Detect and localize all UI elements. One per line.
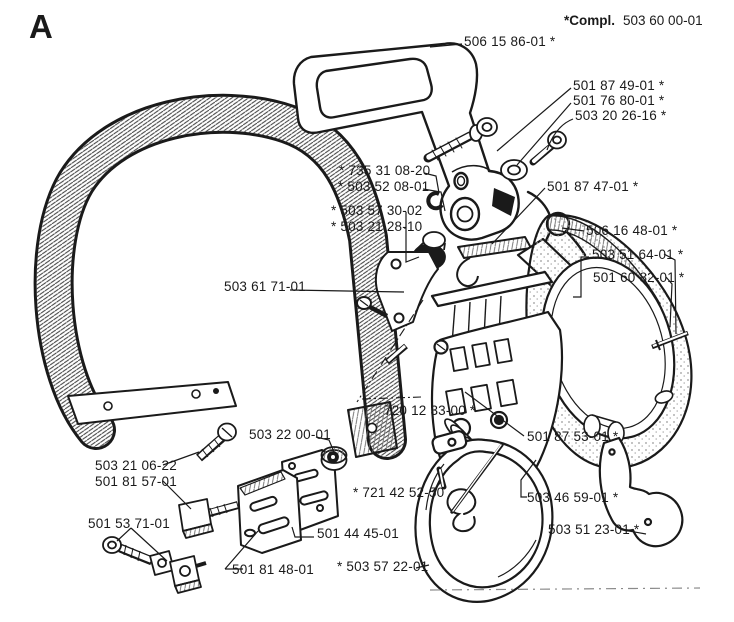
part-label-506-16-48-01: 506 16 48-01 * — [586, 223, 678, 238]
retaining-clip-drawing — [426, 191, 444, 211]
part-label-735-31-08-20: * 735 31 08-20 — [339, 163, 431, 178]
brake-lever-drawing — [598, 436, 684, 548]
part-label-503-46-59-01: 503 46 59-01 * — [527, 490, 619, 505]
part-label-720-12-33-00: 720 12 33-00 * — [384, 403, 476, 418]
collar-nut-drawing — [320, 446, 348, 471]
throttle-wire-drawing — [436, 443, 504, 533]
part-label-503-61-71-01: 503 61 71-01 — [224, 279, 306, 294]
leader-lines — [116, 43, 701, 591]
part-label-503-21-06-22: 503 21 06-22 — [95, 458, 177, 473]
brake-cover-drawing — [516, 213, 693, 470]
part-label-721-42-52-50: * 721 42 52-50 — [353, 485, 445, 500]
compl-part-number: 503 60 00-01 — [623, 13, 703, 28]
part-label-501-81-57-01: 501 81 57-01 — [95, 474, 177, 489]
front-handle-drawing — [33, 93, 407, 460]
part-label-503-22-00-01: 503 22 00-01 — [249, 427, 331, 442]
complete-assembly-ref: *Compl. 503 60 00-01 — [564, 13, 703, 28]
part-label-501-44-45-01: 501 44 45-01 — [317, 526, 399, 541]
part-label-503-51-23-01: 503 51 23-01 * — [548, 522, 640, 537]
part-label-501-87-49-01: 501 87 49-01 * — [573, 78, 665, 93]
part-label-501-87-47-01: 501 87 47-01 * — [547, 179, 639, 194]
part-label-501-81-48-01: 501 81 48-01 — [232, 562, 314, 577]
part-label-503-21-28-10: * 503 21 28-10 — [331, 219, 423, 234]
support-bracket-drawing — [356, 251, 439, 332]
handle-bolt-drawing — [529, 130, 567, 166]
part-label-501-76-80-01: 501 76 80-01 * — [573, 93, 665, 108]
adjuster-rod-drawing — [651, 330, 689, 351]
part-label-506-15-86-01: 506 15 86-01 * — [464, 34, 556, 49]
part-label-503-57-30-02: * 503 57 30-02 — [331, 203, 423, 218]
part-label-503-57-22-01: * 503 57 22-01 — [337, 559, 429, 574]
compl-prefix-label: *Compl. — [564, 13, 616, 28]
handle-screw-drawing — [423, 117, 498, 163]
hand-guard-drawing — [414, 430, 554, 603]
handle-washer-drawing — [500, 159, 528, 181]
bolt-nut-set-drawing — [102, 536, 207, 594]
mount-screw-drawing — [196, 422, 237, 462]
top-handle-drawing — [292, 42, 520, 241]
part-label-501-60-82-01: 501 60 82-01 * — [593, 270, 685, 285]
part-label-503-52-08-01: * 503 52 08-01 — [338, 179, 430, 194]
guide-plate-inner-drawing — [237, 469, 302, 554]
part-label-501-87-53-01: 501 87 53-01 * — [527, 429, 619, 444]
part-label-501-53-71-01: 501 53 71-01 — [88, 516, 170, 531]
variant-letter: A — [29, 8, 54, 45]
part-label-503-51-64-01: 503 51 64-01 * — [592, 247, 684, 262]
square-bolt-drawing — [178, 498, 240, 539]
pin-drawing — [356, 299, 424, 403]
part-label-503-20-26-16: 503 20 26-16 * — [575, 108, 667, 123]
